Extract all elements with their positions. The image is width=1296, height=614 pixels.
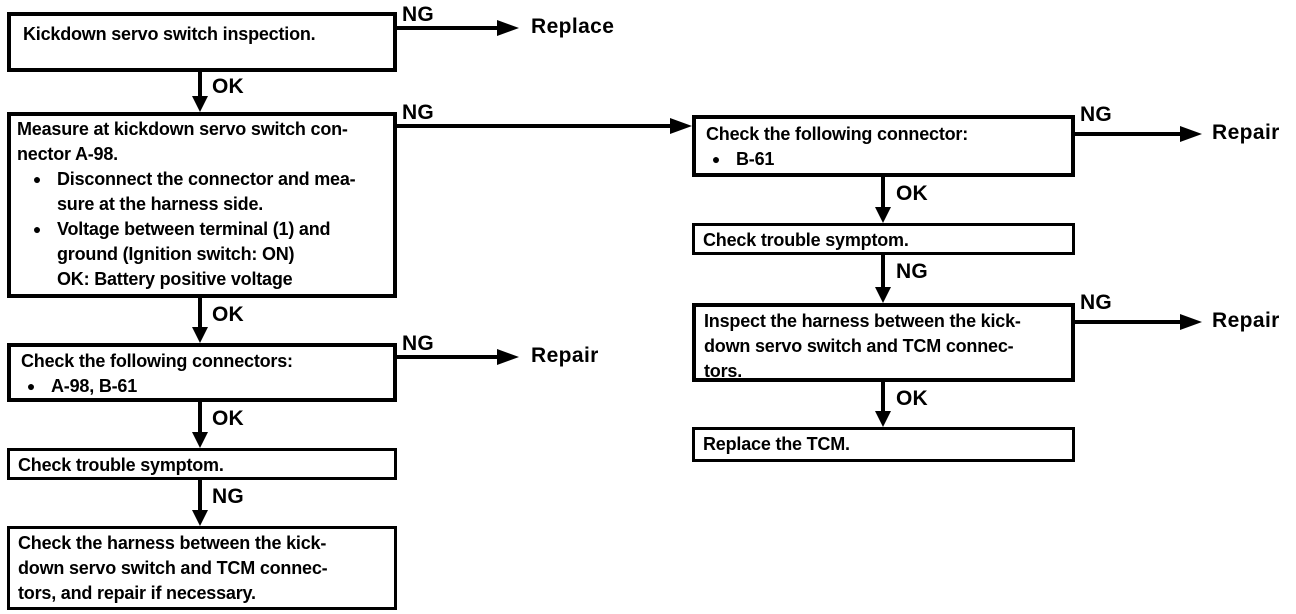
bullet-icon: ● [26,378,36,394]
arrow-down-icon [192,510,208,526]
box-text: Check the harness between the kick- down… [18,533,328,603]
bullet-icon: ● [711,151,721,167]
box-check-trouble-symptom-left: Check trouble symptom. [7,448,397,480]
box-check-connectors-a98-b61: Check the following connectors: ● A-98, … [7,343,397,402]
arrow-r1-ng-line [1075,132,1180,136]
ok-spec-text: OK: Battery positive voltage [57,269,293,289]
arrow-down-icon [192,327,208,343]
ng-label: NG [402,101,434,124]
box-text: Replace the TCM. [703,434,850,454]
arrow-l3-ng-line [397,355,497,359]
arrow-down-icon [875,287,891,303]
arrow-down-icon [875,207,891,223]
box-check-trouble-symptom-right: Check trouble symptom. [692,223,1075,255]
box-text: Kickdown servo switch inspection. [23,24,316,44]
arrow-l2-ng-line [397,124,670,128]
repair-terminal: Repair [1212,121,1280,144]
bullet-item-connectors: ● A-98, B-61 [11,374,393,399]
arrow-l1-ng-line [397,26,497,30]
box-text: Check trouble symptom. [703,230,909,250]
repair-terminal: Repair [531,344,599,367]
arrow-r1-ok-line [881,177,885,207]
ok-label: OK [212,407,244,430]
arrow-l1-ok-line [198,72,202,96]
ok-label: OK [212,303,244,326]
box-measure-connector-a98: Measure at kickdown servo switch con- ne… [7,112,397,298]
arrow-r3-ng-line [1075,320,1180,324]
ng-label: NG [402,332,434,355]
bullet-text: B-61 [736,149,775,169]
replace-terminal: Replace [531,15,615,38]
box-intro-text: Measure at kickdown servo switch con- ne… [17,119,348,164]
arrow-right-icon [1180,126,1202,142]
box-heading: Check the following connector: [706,124,969,144]
bullet-icon: ● [32,171,42,187]
bullet-icon: ● [32,221,42,237]
ng-label: NG [402,3,434,26]
arrow-down-icon [192,96,208,112]
arrow-right-icon [1180,314,1202,330]
arrow-l3-ok-line [198,402,202,432]
bullet-text: Disconnect the connector and mea- sure a… [57,169,356,214]
repair-terminal: Repair [1212,309,1280,332]
ng-label: NG [896,260,928,283]
box-kickdown-servo-switch-inspection: Kickdown servo switch inspection. [7,12,397,72]
arrow-right-icon [497,349,519,365]
arrow-right-icon [497,20,519,36]
bullet-text: Voltage between terminal (1) and ground … [57,219,331,264]
arrow-r3-ok-line [881,382,885,411]
arrow-l4-ng-line [198,480,202,510]
arrow-down-icon [875,411,891,427]
arrow-r2-ng-line [881,255,885,287]
ng-label: NG [1080,103,1112,126]
bullet-text: A-98, B-61 [51,376,138,396]
ok-label: OK [212,75,244,98]
ng-label: NG [212,485,244,508]
arrow-right-icon [670,118,692,134]
box-heading: Check the following connectors: [21,351,293,371]
ng-label: NG [1080,291,1112,314]
ok-label: OK [896,182,928,205]
box-inspect-harness: Inspect the harness between the kick- do… [692,303,1075,382]
bullet-item-voltage: ● Voltage between terminal (1) and groun… [17,217,387,267]
box-text: Check trouble symptom. [18,455,224,475]
box-text: Inspect the harness between the kick- do… [704,311,1021,381]
box-check-connector-b61: Check the following connector: ● B-61 [692,115,1075,177]
bullet-item-disconnect: ● Disconnect the connector and mea- sure… [17,167,387,217]
ok-label: OK [896,387,928,410]
box-check-harness-and-repair: Check the harness between the kick- down… [7,526,397,610]
box-replace-tcm: Replace the TCM. [692,427,1075,462]
bullet-item-connector: ● B-61 [696,147,1071,172]
arrow-down-icon [192,432,208,448]
arrow-l2-ok-line [198,298,202,327]
